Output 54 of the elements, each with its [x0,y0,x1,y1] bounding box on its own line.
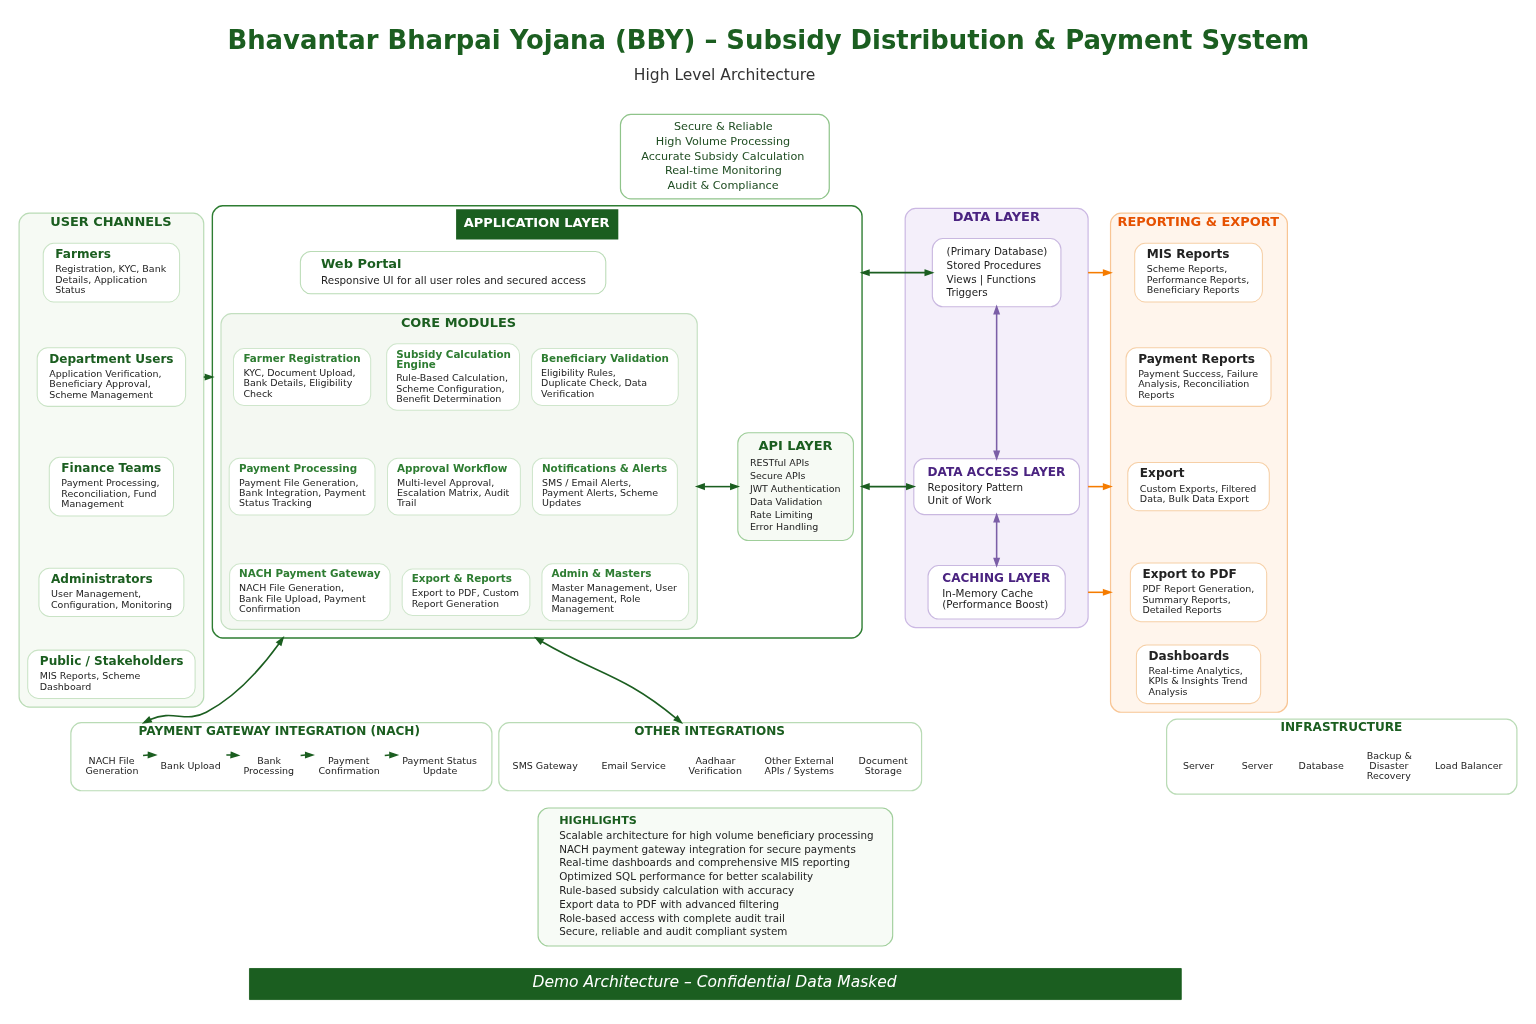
node-text: Bank Upload [160,759,221,771]
label: High Level Architecture [633,65,816,84]
arrow [859,482,917,490]
node-box: Beneficiary Validation Eligibility Rules, Duplicate Check, Data Verification [531,347,679,406]
node-text: Server [1241,759,1273,771]
node-box: Notifications & Alerts SMS / Email Alerts, Payment Alerts, Scheme Updates [531,457,678,516]
arrow [993,304,1001,461]
node-box: Farmer Registration KYC, Document Upload, Bank Details, Eligibility Check [233,347,372,406]
node-box: Public / Stakeholders MIS Reports, Scheme Dashboard [27,649,196,699]
node-box: Approval Workflow Multi-level Approval, Escalation Matrix, Audit Trail [387,457,521,516]
arrow [859,268,935,276]
node-box: Web Portal Responsive UI for all user roles and secured access [299,250,607,294]
arrow [141,635,285,724]
node-text: Server [1183,759,1215,771]
node-box: Payment Reports Payment Success, Failure Analysis, Reconciliation Reports [1125,346,1272,407]
node-text: Aadhaar Verification [688,754,742,776]
node-text: SMS Gateway [512,759,578,771]
node-text: Other External APIs / Systems [764,754,835,776]
node-box: Export Custom Exports, Filtered Data, Bulk Data Export [1127,461,1270,511]
node-text: Database [1298,759,1344,771]
node-text: Payment Status Update [402,754,477,776]
node-box: Farmers Registration, KYC, Bank Details, Application Status [42,242,181,302]
node-box: Department Users Application Verification, Beneficiary Approval, Scheme Management [36,346,187,407]
node-box: (Primary Database) Stored Procedures Views | Functions Triggers [931,237,1062,307]
node-text: Payment Confirmation [318,754,380,776]
node-box: DATA ACCESS LAYER Repository Pattern Unit of Work [913,457,1081,515]
node-box: Export to PDF PDF Report Generation, Summary Reports, Detailed Reports [1129,561,1268,622]
node-text: Bank Processing [243,754,295,776]
node-text: Backup & Disaster Recovery [1366,749,1412,781]
node-text: Document Storage [858,754,908,776]
node-text: NACH File Generation [85,754,139,776]
node-box: Admin & Masters Master Management, User Management, Role Management [541,562,690,621]
arrow [533,636,684,724]
node-box: HIGHLIGHTS Scalable architecture for high volume beneficiary processing NACH payment gateway integration for secure payments Real-time dashboards and comprehensive MIS reporting Optimized SQL performance for better scalability Rule-based subsidy calculation with accuracy Export data to PDF with advanced filtering Role-based access with complete audit trail Secure, reliable and audit compliant system [537,806,894,947]
arrow [694,482,741,490]
node-box: MIS Reports Scheme Reports, Performance Reports, Beneficiary Reports [1134,242,1263,302]
node-box: Export & Reports Export to PDF, Custom Report Generation [401,568,531,616]
arrow [202,373,215,381]
node-box: Finance Teams Payment Processing, Reconciliation, Fund Management [48,456,175,516]
node-box: Demo Architecture – Confidential Data Masked [249,967,1182,1000]
node-box: CACHING LAYER In-Memory Cache (Performance Boost) [927,564,1066,620]
node-box: Payment Processing Payment File Generation, Bank Integration, Payment Status Tracking [228,457,376,516]
arrow [993,511,1001,568]
node-box: Dashboards Real-time Analytics, KPIs & Insights Trend Analysis [1135,643,1262,704]
node-box: API LAYER RESTful APIs Secure APIs JWT Authentication Data Validation Rate Limiting Error Handling [737,431,854,541]
node-text: Email Service [601,759,666,771]
node-box: Subsidy Calculation Engine Rule-Based Calculation, Scheme Configuration, Benefit Determination [386,342,521,411]
node-box: Administrators User Management, Configuration, Monitoring [38,567,185,617]
node-box: NACH Payment Gateway NACH File Generation, Bank File Upload, Payment Confirmation [229,562,391,621]
arrow [225,750,241,758]
arrow [142,750,158,758]
node-text: Load Balancer [1434,759,1503,771]
diagram-title: Bhavantar Bharpai Yojana (BBY) – Subsidy Distribution & Payment System [227,24,1310,55]
node-box: Secure & Reliable High Volume Processing Accurate Subsidy Calculation Real-time Monitoring Audit & Compliance [619,113,830,199]
